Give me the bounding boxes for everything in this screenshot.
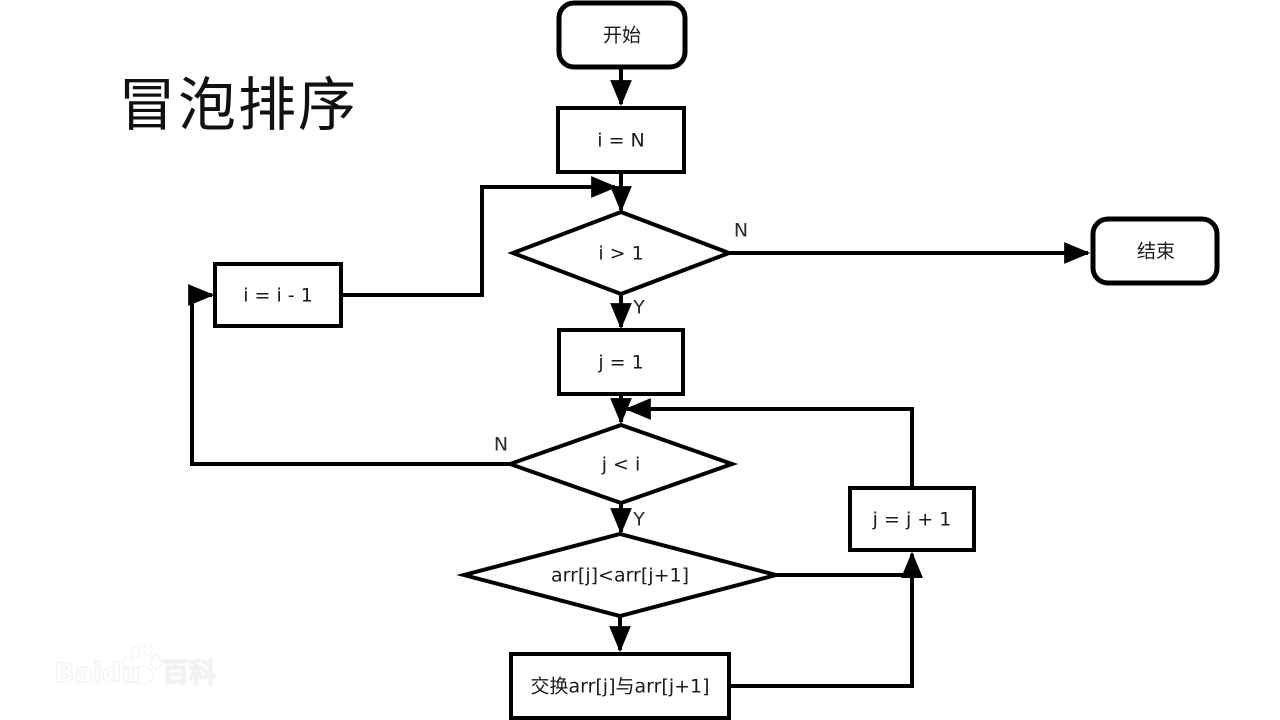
node-init-i[interactable]: i = N [556,106,686,174]
node-compare[interactable]: arr[j]<arr[j+1] [456,531,784,619]
node-cond-j[interactable]: j < i [503,422,739,506]
node-init-j-label: j = 1 [597,352,643,374]
node-inc-j[interactable]: j = j + 1 [848,486,976,552]
node-dec-i[interactable]: i = i - 1 [213,262,343,328]
edge-swap-to-inc-j [729,551,923,688]
node-start[interactable]: 开始 [556,0,688,70]
node-cond-i[interactable]: i > 1 [507,209,735,297]
node-end[interactable]: 结束 [1090,216,1220,286]
node-cond-j-label: j < i [601,454,641,476]
branch-label-cond-j-yes: Y [632,509,645,531]
node-end-label: 结束 [1137,241,1175,263]
node-inc-j-label: j = j + 1 [872,509,952,531]
branch-label-cond-i-yes: Y [632,297,645,319]
node-compare-label: arr[j]<arr[j+1] [551,565,689,587]
edge-inc-j-to-cond-j [624,398,914,488]
edge-compare-to-inc-j [776,551,923,578]
branch-label-cond-i-no: N [734,220,748,242]
node-swap[interactable]: 交换arr[j]与arr[j+1] [509,652,731,720]
branch-label-cond-j-no: N [494,434,508,456]
node-dec-i-label: i = i - 1 [243,285,313,307]
edge-cond-j-no-to-dec-i [188,284,510,466]
node-init-j[interactable]: j = 1 [557,328,685,396]
edge-dec-i-to-cond-i [341,176,618,297]
node-init-i-label: i = N [597,130,645,152]
node-swap-label: 交换arr[j]与arr[j+1] [530,676,709,698]
node-cond-i-label: i > 1 [598,243,643,265]
page-title: 冒泡排序 [118,71,359,139]
node-start-label: 开始 [603,25,641,47]
